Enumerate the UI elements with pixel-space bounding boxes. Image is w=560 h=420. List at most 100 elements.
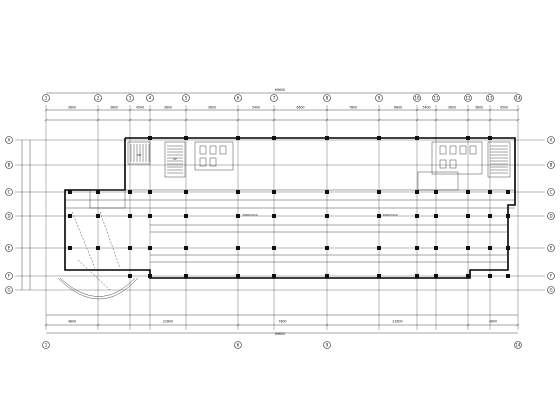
dimension-tick xyxy=(148,118,152,122)
column xyxy=(377,274,381,278)
grid-bubble-top xyxy=(146,94,154,102)
top-bay-dimension: 5400 xyxy=(252,106,260,110)
dimension-tick xyxy=(415,108,419,112)
grid-bubble-left xyxy=(5,188,13,196)
dimension-lines xyxy=(21,92,520,334)
grid-label-top: 3 xyxy=(129,96,132,101)
stair-east xyxy=(487,141,511,178)
column xyxy=(466,214,470,218)
hatch-lines xyxy=(71,211,121,291)
dimension-tick xyxy=(325,108,329,112)
column xyxy=(466,136,470,140)
grid-bubble-top xyxy=(432,94,440,102)
column xyxy=(434,274,438,278)
grid-label-right: G xyxy=(549,288,552,293)
grid-label-left: D xyxy=(7,214,10,219)
grid-bubble-right xyxy=(547,161,555,169)
dimension-tick xyxy=(466,108,470,112)
dimension-tick xyxy=(44,118,48,122)
curved-canopy-outer xyxy=(57,277,139,300)
dimension-tick xyxy=(96,323,100,327)
column xyxy=(68,190,72,194)
column xyxy=(506,274,510,278)
hatch-line xyxy=(77,259,111,291)
column xyxy=(128,190,132,194)
toilet-stall xyxy=(449,159,457,169)
dimension-tick xyxy=(516,108,520,112)
column xyxy=(434,190,438,194)
dimension-tick xyxy=(466,323,470,327)
grid-label-top: 13 xyxy=(487,96,493,101)
dimension-tick xyxy=(236,118,240,122)
grid-bubble-top xyxy=(375,94,383,102)
grid-bubble-top xyxy=(486,94,494,102)
top-bay-dimension: 3600 xyxy=(448,106,456,110)
column xyxy=(506,214,510,218)
column xyxy=(325,214,329,218)
structural-columns xyxy=(68,136,510,278)
column xyxy=(272,136,276,140)
top-bay-dimension: 6600 xyxy=(394,106,402,110)
grid-label-bottom: 1 xyxy=(45,343,48,348)
grid-label-left: B xyxy=(8,163,11,168)
column xyxy=(377,136,381,140)
grid-label-left: A xyxy=(8,138,11,143)
column xyxy=(488,274,492,278)
column xyxy=(148,274,152,278)
hatch-line xyxy=(99,211,121,269)
column xyxy=(488,246,492,250)
grid-bubble-top xyxy=(126,94,134,102)
grid-bubble-top xyxy=(270,94,278,102)
grid-label-left: G xyxy=(7,288,10,293)
grid-bubble-bottom xyxy=(514,341,522,349)
bottom-bay-dimension: 4800 xyxy=(68,320,76,324)
dimension-tick xyxy=(96,108,100,112)
top-overall-dimension: 69600 xyxy=(275,88,285,92)
toilet-fixtures xyxy=(199,145,477,169)
toilet-stall xyxy=(199,145,207,155)
column xyxy=(96,190,100,194)
column xyxy=(236,274,240,278)
grid-bubble-top xyxy=(182,94,190,102)
toilet-stall xyxy=(439,159,447,169)
bottom-overall-dimension: 69600 xyxy=(275,332,285,336)
column xyxy=(184,214,188,218)
top-bay-dimension: 3600 xyxy=(475,106,483,110)
room-label-up: UP xyxy=(173,157,177,161)
grid-label-top: 11 xyxy=(433,96,439,101)
grid-label-top: 1 xyxy=(45,96,48,101)
stair-west xyxy=(164,141,186,178)
column xyxy=(148,136,152,140)
column xyxy=(184,136,188,140)
column xyxy=(325,136,329,140)
dimension-tick xyxy=(148,108,152,112)
top-bay-dimension: 7800 xyxy=(349,106,357,110)
dimension-tick xyxy=(377,118,381,122)
grid-bubble-top xyxy=(514,94,522,102)
column xyxy=(377,246,381,250)
grid-bubble-bottom xyxy=(42,341,50,349)
column xyxy=(272,246,276,250)
hatch-line xyxy=(71,211,96,269)
grid-label-right: C xyxy=(550,190,553,195)
column xyxy=(96,214,100,218)
dimension-tick xyxy=(488,108,492,112)
toilet-block-east xyxy=(431,141,483,175)
grid-label-right: A xyxy=(550,138,553,143)
grid-bubble-top xyxy=(234,94,242,102)
column xyxy=(325,246,329,250)
grid-bubble-right xyxy=(547,244,555,252)
entrance-lobby xyxy=(89,189,126,209)
column xyxy=(325,274,329,278)
column xyxy=(415,136,419,140)
stair-core-west xyxy=(127,141,151,165)
grid-label-top: 14 xyxy=(515,96,521,101)
column xyxy=(466,274,470,278)
grid-label-top: 10 xyxy=(414,96,420,101)
dimension-tick xyxy=(325,118,329,122)
column xyxy=(377,190,381,194)
grid-bubble-left xyxy=(5,161,13,169)
grid-bubble-left xyxy=(5,272,13,280)
